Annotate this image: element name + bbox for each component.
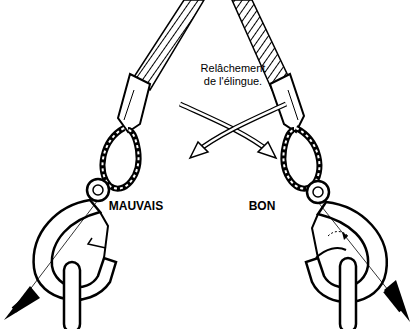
right-sling [232, 0, 319, 189]
wrong-label: MAUVAIS [109, 200, 163, 214]
left-sling [102, 0, 204, 189]
slack-arrows [180, 104, 286, 158]
callout-note: Relâchement de l'élingue. [193, 62, 273, 87]
left-hook [4, 179, 116, 329]
right-label: BON [249, 200, 276, 214]
right-hook [306, 181, 410, 329]
